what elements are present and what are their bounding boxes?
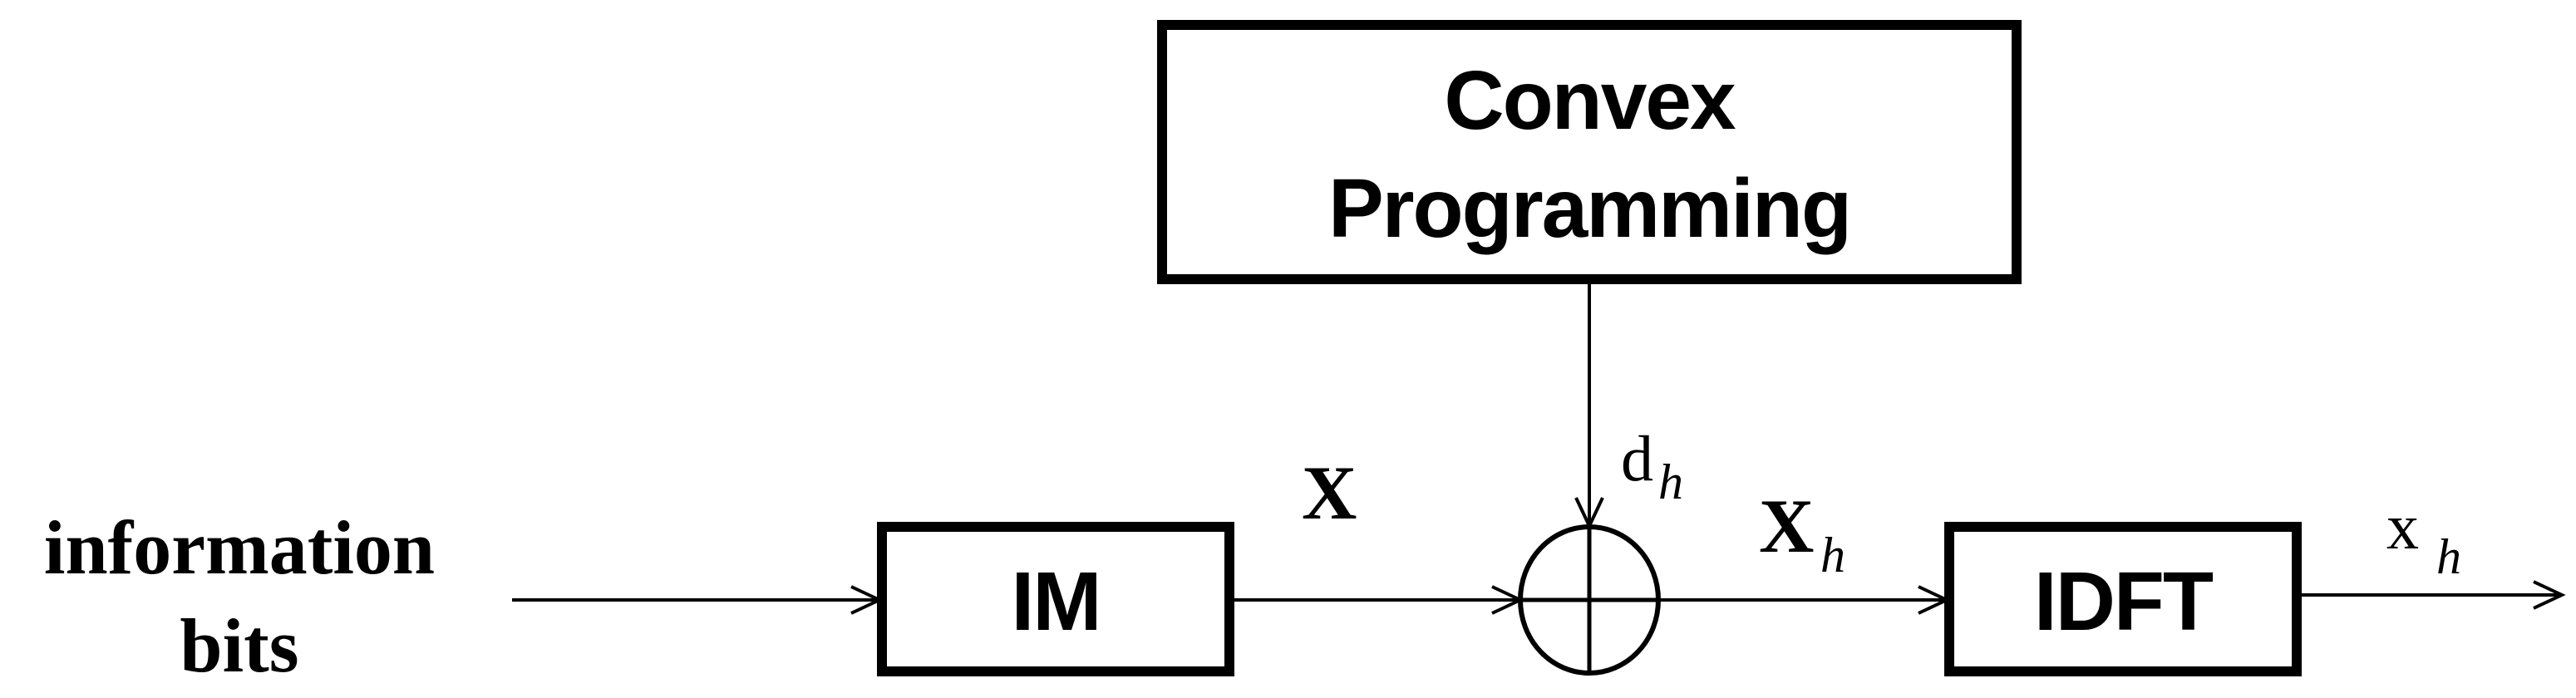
signal-lower-xh-sub: h <box>2436 529 2461 584</box>
adder-node <box>1518 524 1661 676</box>
signal-d-sub: h <box>1658 455 1683 509</box>
im-label: IM <box>1011 555 1100 648</box>
convex-programming-line2: Programming <box>1328 162 1850 255</box>
input-label-line2: bits <box>180 603 298 688</box>
convex-programming-line1: Convex <box>1444 54 1736 147</box>
convex-to-adder-arrow <box>1574 284 1604 530</box>
input-label-line1: information <box>44 505 435 590</box>
adder-to-idft-arrow <box>1659 585 1951 615</box>
input-label: information bits <box>44 505 435 688</box>
output-arrow <box>2302 580 2566 610</box>
signal-label-x-h: X h <box>1759 484 1845 582</box>
signal-label-x: X <box>1302 450 1357 535</box>
im-to-adder-arrow <box>1234 585 1524 615</box>
signal-label-d-h: d h <box>1621 422 1683 509</box>
input-arrow <box>512 585 884 615</box>
idft-label: IDFT <box>2034 555 2214 648</box>
signal-xh-main: X <box>1759 484 1814 568</box>
signal-xh-sub: h <box>1820 528 1845 582</box>
idft-block: IDFT <box>1944 522 2302 676</box>
signal-d-main: d <box>1621 422 1653 494</box>
convex-programming-box <box>1157 20 2022 284</box>
im-box <box>877 522 1234 676</box>
convex-programming-block: Convex Programming <box>1157 20 2022 284</box>
idft-box <box>1944 522 2302 676</box>
signal-label-lower-x-h: x h <box>2386 490 2461 584</box>
signal-lower-xh-main: x <box>2386 490 2419 563</box>
im-block: IM <box>877 522 1234 676</box>
